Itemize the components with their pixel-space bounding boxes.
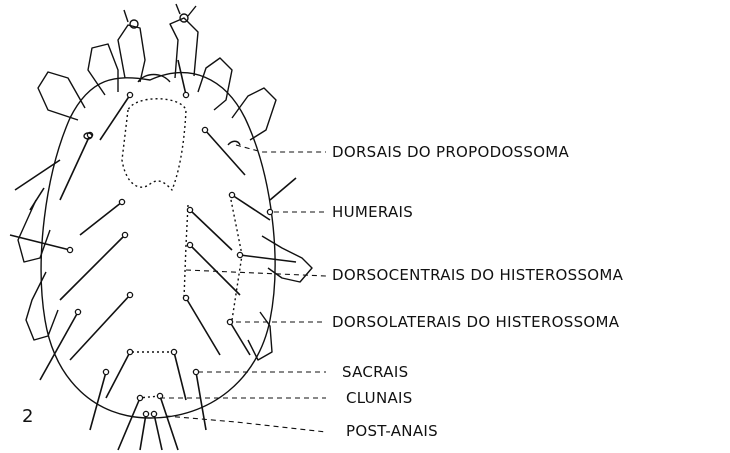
leg-right-2	[198, 58, 232, 110]
leg-left-3	[38, 72, 85, 120]
leader-dorsocentrais	[186, 270, 326, 276]
leg-right-1	[170, 18, 198, 78]
leg-left-1	[118, 25, 145, 82]
propodosoma-plate	[122, 99, 186, 190]
leg-left-4	[26, 272, 58, 340]
label-dorsocentrais: DORSOCENTRAIS DO HISTEROSSOMA	[332, 268, 623, 283]
label-dorsolaterais: DORSOLATERAIS DO HISTEROSSOMA	[332, 315, 619, 330]
leg-right-3	[232, 88, 276, 140]
leg-left-2	[88, 44, 118, 95]
leg-right-5	[248, 312, 272, 360]
figure-number: 2	[22, 408, 33, 426]
leader-dorsais	[236, 145, 326, 152]
label-sacrais: SACRAIS	[342, 365, 408, 380]
label-postanais: POST-ANAIS	[346, 424, 438, 439]
leader-postanais	[166, 416, 326, 432]
label-clunais: CLUNAIS	[346, 391, 413, 406]
label-dorsais: DORSAIS DO PROPODOSSOMA	[332, 145, 569, 160]
label-humerais: HUMERAIS	[332, 205, 413, 220]
